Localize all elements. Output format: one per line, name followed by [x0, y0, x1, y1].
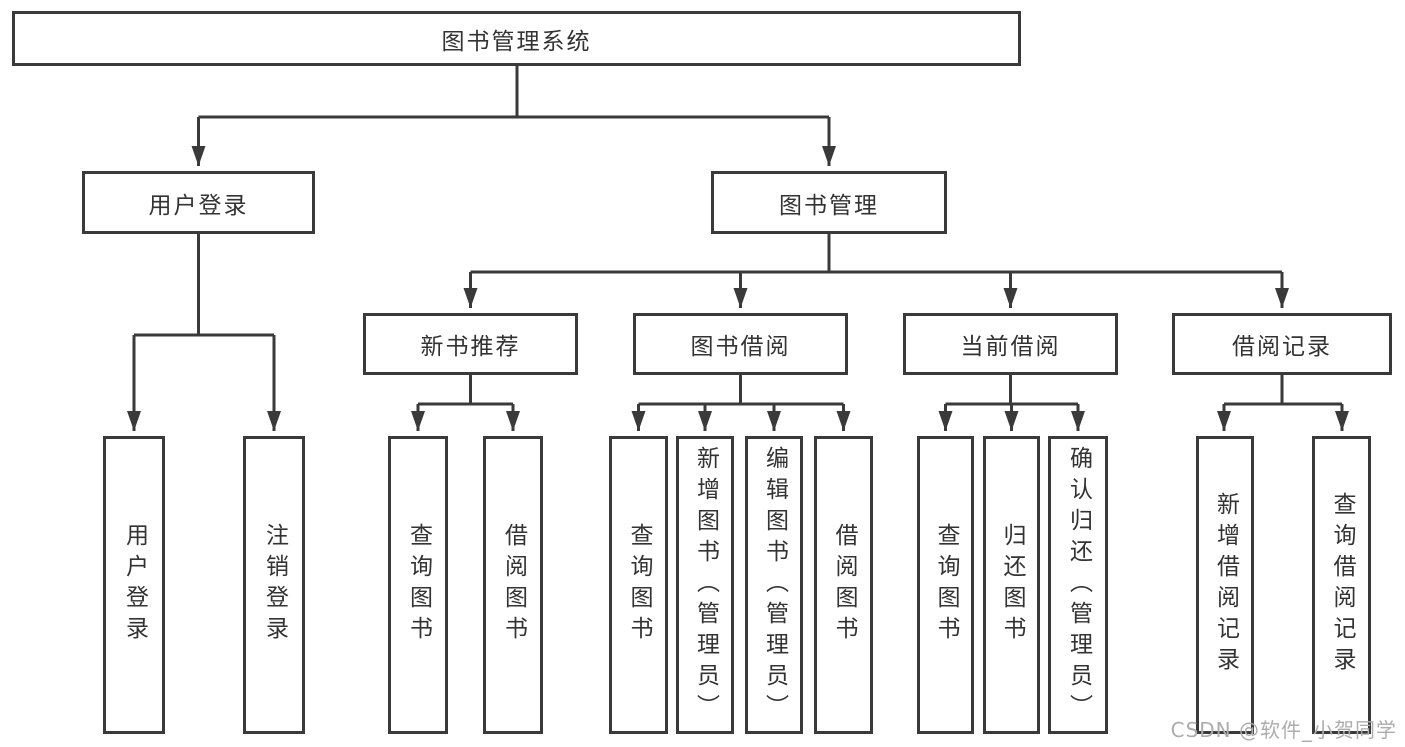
- node-borrow-records: 借阅记录: [1172, 313, 1392, 375]
- leaf-return-books: 归还图书: [983, 436, 1040, 734]
- leaf-user-login: 用户登录: [103, 436, 165, 734]
- node-label: 图书管理: [779, 192, 879, 219]
- leaf-query-books-recommend: 查询图书: [388, 436, 448, 734]
- leaf-confirm-return-admin: 确认归还（管理员）: [1048, 436, 1108, 734]
- node-current-borrow: 当前借阅: [903, 313, 1118, 375]
- leaf-add-books-admin: 新增图书（管理员）: [676, 436, 734, 734]
- leaf-borrow-books: 借阅图书: [814, 436, 873, 734]
- leaf-logout: 注销登录: [243, 436, 305, 734]
- node-label: 查询图书: [405, 523, 432, 647]
- csdn-watermark: CSDN @软件_小贺同学: [1170, 718, 1397, 742]
- node-label: 新增借阅记录: [1212, 492, 1239, 678]
- node-label: 查询图书: [626, 523, 652, 647]
- node-label: 确认归还（管理员）: [1065, 445, 1092, 725]
- node-user-login: 用户登录: [82, 171, 315, 234]
- node-label: 用户登录: [148, 192, 249, 219]
- node-new-book-recommend: 新书推荐: [363, 313, 578, 375]
- leaf-edit-books-admin: 编辑图书（管理员）: [745, 436, 803, 734]
- leaf-query-books-borrow: 查询图书: [609, 436, 668, 734]
- node-label: 归还图书: [999, 523, 1025, 647]
- node-root-library-system: 图书管理系统: [12, 11, 1021, 66]
- leaf-add-borrow-record: 新增借阅记录: [1196, 436, 1254, 734]
- node-label: 查询借阅记录: [1329, 492, 1355, 678]
- node-label: 图书管理系统: [441, 28, 592, 55]
- leaf-query-books-current: 查询图书: [917, 436, 974, 734]
- node-label: 图书借阅: [690, 334, 791, 360]
- leaf-query-borrow-record: 查询借阅记录: [1312, 436, 1371, 734]
- node-label: 借阅记录: [1232, 334, 1332, 360]
- node-book-borrow: 图书借阅: [633, 313, 848, 375]
- node-label: 注销登录: [261, 523, 288, 647]
- node-label: 借阅图书: [831, 523, 857, 647]
- node-label: 新增图书（管理员）: [692, 445, 719, 725]
- node-label: 借阅图书: [500, 523, 527, 647]
- node-label: 查询图书: [933, 523, 959, 647]
- leaf-borrow-books-recommend: 借阅图书: [483, 436, 543, 734]
- node-label: 新书推荐: [420, 334, 521, 360]
- node-label: 编辑图书（管理员）: [761, 445, 788, 725]
- node-label: 用户登录: [121, 523, 148, 647]
- node-label: 当前借阅: [960, 334, 1061, 360]
- node-book-management: 图书管理: [711, 171, 947, 234]
